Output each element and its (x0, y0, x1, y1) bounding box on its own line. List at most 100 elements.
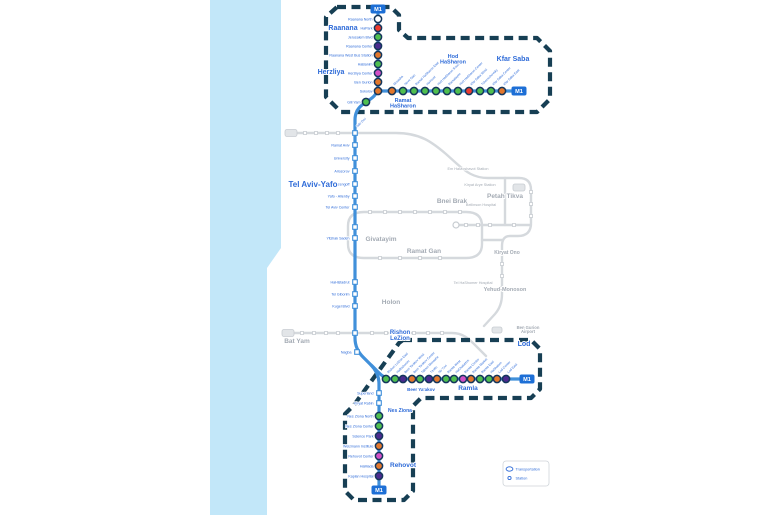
gray-interchange (452, 221, 460, 229)
station-dot[interactable] (449, 374, 459, 384)
station-dot[interactable] (441, 374, 451, 384)
station-stop-square[interactable] (352, 235, 358, 241)
station-dot[interactable] (398, 374, 408, 384)
station-stop-square[interactable] (352, 224, 358, 230)
station-dot[interactable] (415, 374, 425, 384)
station-stop-square[interactable] (352, 204, 358, 210)
station-dot[interactable] (373, 77, 383, 87)
station-stop-square[interactable] (352, 181, 358, 187)
gray-station-tick (398, 331, 402, 335)
city-label-ramatgan: Ramat Gan (407, 248, 441, 255)
station-dot[interactable] (374, 471, 384, 481)
station-dot[interactable] (373, 50, 383, 60)
station-dot[interactable] (432, 374, 442, 384)
station-label: HaPark (361, 26, 373, 30)
station-dot[interactable] (390, 374, 400, 384)
station-dot[interactable] (398, 86, 408, 96)
gray-station-tick (312, 331, 316, 335)
gray-line-north (295, 131, 533, 328)
gray-station-tick (426, 331, 430, 335)
gray-station-tick (440, 331, 444, 335)
station-dot[interactable] (374, 421, 384, 431)
gray-station-tick (458, 210, 462, 214)
station-stop-square[interactable] (352, 168, 358, 174)
station-dot[interactable] (475, 86, 485, 96)
station-stop-square[interactable] (352, 303, 358, 309)
dashed-region-north (323, 4, 553, 115)
station-stop-square[interactable] (352, 193, 358, 199)
station-dot[interactable] (492, 374, 502, 384)
city-label-lod: Lod (518, 341, 531, 348)
station-dot[interactable] (374, 451, 384, 461)
station-dot[interactable] (373, 86, 383, 96)
station-stop-square[interactable] (352, 279, 358, 285)
gray-line-bat-yam (292, 331, 488, 358)
station-dot[interactable] (387, 86, 397, 96)
station-dot[interactable] (374, 461, 384, 471)
transportation-icon (505, 466, 514, 472)
gray-station-label: Kiryat Arye Station (464, 183, 495, 187)
gray-station-tick (500, 262, 504, 266)
station-dot[interactable] (373, 32, 383, 42)
station-dot[interactable] (484, 374, 494, 384)
station-stop-square[interactable] (354, 349, 360, 355)
station-stop-square[interactable] (376, 390, 382, 396)
station-dot[interactable] (374, 431, 384, 441)
station-dot[interactable] (361, 97, 371, 107)
gray-station-tick (413, 210, 417, 214)
station-dot[interactable] (442, 86, 452, 96)
city-label-raanana: Raanana (328, 25, 357, 32)
station-stop-square[interactable] (352, 291, 358, 297)
gray-station-tick (398, 256, 402, 260)
gray-station-tick (336, 131, 340, 135)
city-label-rehovot: Rehovot (390, 462, 417, 469)
city-label-nesziona: Nes Ziona (388, 408, 412, 414)
station-label: Kaplan Hospital (348, 474, 373, 478)
station-dot[interactable] (453, 86, 463, 96)
station-dot[interactable] (431, 86, 441, 96)
station-dot[interactable] (409, 86, 419, 96)
station-label: Tzrifin (429, 365, 438, 374)
station-stop-square[interactable] (352, 130, 358, 136)
station-stop-square[interactable] (352, 155, 358, 161)
gray-station-tick (412, 331, 416, 335)
gray-line-badge (491, 326, 503, 334)
station-label: Yitzhak Sadeh (326, 236, 349, 240)
station-label: Jerusalem Blvd (348, 35, 373, 39)
station-dot[interactable] (373, 14, 383, 24)
station-dot[interactable] (458, 374, 468, 384)
station-dot[interactable] (486, 86, 496, 96)
station-dot[interactable] (373, 41, 383, 51)
gray-station-tick (529, 190, 533, 194)
station-dot[interactable] (374, 411, 384, 421)
station-label: Superland (357, 391, 373, 395)
station-dot[interactable] (475, 374, 485, 384)
station-label: Kugel Blvd (332, 304, 349, 308)
gray-station-tick (438, 256, 442, 260)
gray-ticks (300, 131, 533, 335)
gray-badges (281, 129, 526, 337)
gray-station-tick (384, 331, 388, 335)
station-dot[interactable] (373, 59, 383, 69)
station-dot[interactable] (381, 374, 391, 384)
station-dot[interactable] (374, 441, 384, 451)
station-dot[interactable] (466, 374, 476, 384)
station-dot[interactable] (373, 23, 383, 33)
station-stop-square[interactable] (352, 142, 358, 148)
station-dot[interactable] (501, 374, 511, 384)
station-dot[interactable] (464, 86, 474, 96)
line-badge-label: M1 (523, 377, 531, 383)
gray-station-tick (500, 286, 504, 290)
station-dot[interactable] (407, 374, 417, 384)
station-dot[interactable] (497, 86, 507, 96)
station-stop-square[interactable] (352, 330, 358, 336)
station-label: Tel Giborim (331, 292, 349, 296)
station-stop-square[interactable] (376, 400, 382, 406)
station-dot[interactable] (420, 86, 430, 96)
city-label-kiryatono: Kiryat Ono (494, 250, 520, 256)
station-dot[interactable] (424, 374, 434, 384)
station-dot[interactable] (373, 68, 383, 78)
gray-station-tick (303, 131, 307, 135)
